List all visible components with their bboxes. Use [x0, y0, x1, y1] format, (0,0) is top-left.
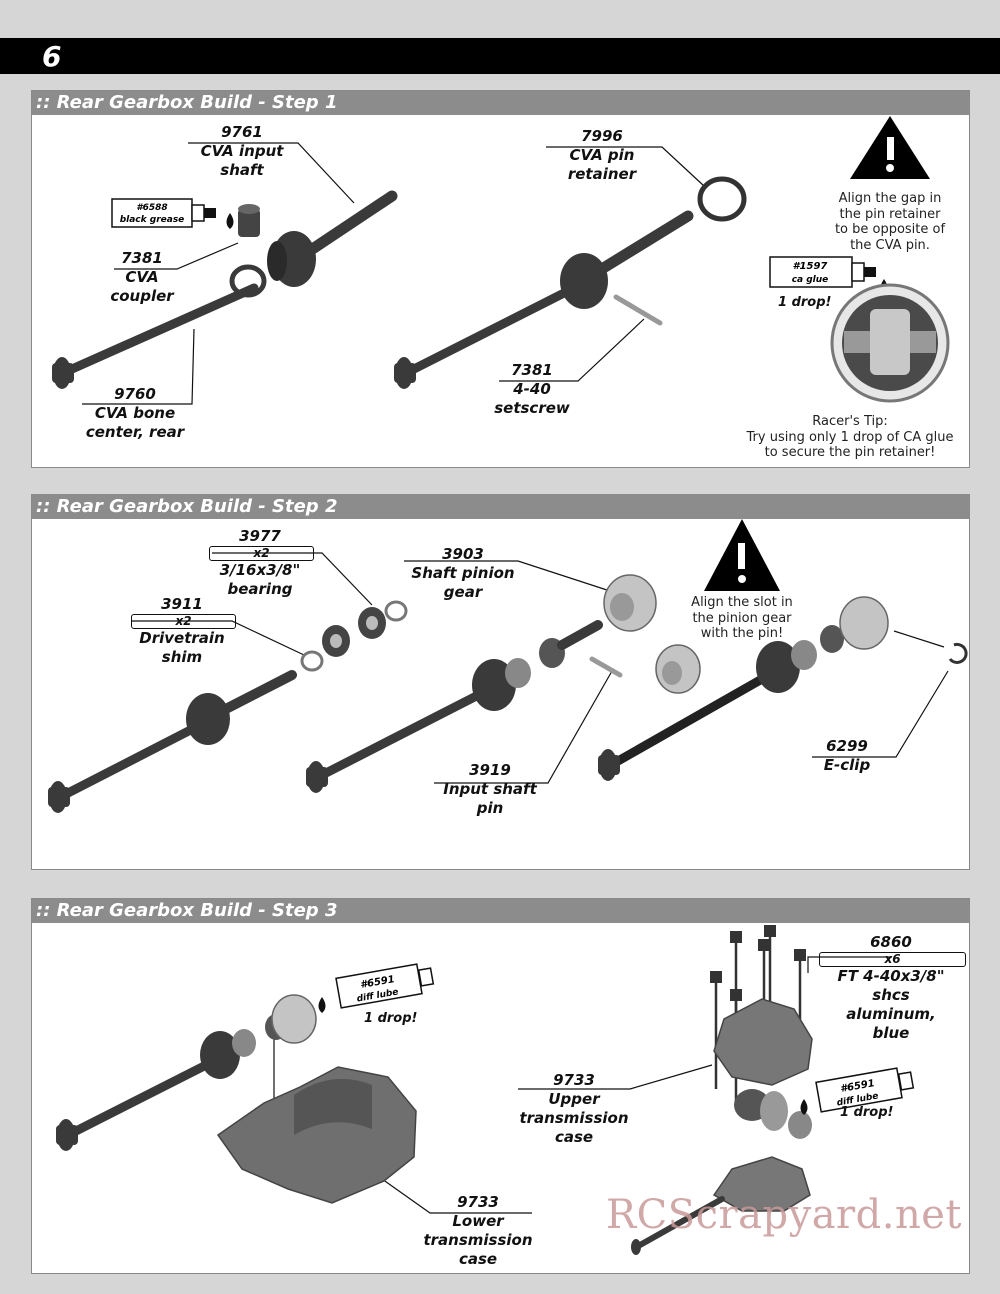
- watermark: RCScrapyard.net: [606, 1192, 962, 1238]
- lube-drop-icon: [800, 1099, 808, 1115]
- step-2-title: :: Rear Gearbox Build - Step 2: [36, 496, 338, 517]
- cva-input-shaft: [267, 190, 398, 287]
- step-3-panel: :: Rear Gearbox Build - Step 3 #6591: [31, 898, 970, 1274]
- svg-text:black grease: black grease: [120, 215, 185, 225]
- label-setscrew: 7381 4-40 setscrew: [494, 361, 570, 417]
- glue-drop-text: 1 drop!: [778, 295, 832, 310]
- eclip: [948, 642, 968, 664]
- pinion-gear-small: [655, 644, 701, 694]
- label-pinion-gear: 3903 Shaft pinion gear: [411, 545, 515, 601]
- step-3-title: :: Rear Gearbox Build - Step 3: [36, 900, 338, 921]
- label-cva-bone: 9760 CVA bone center, rear: [85, 385, 185, 441]
- label-cva-coupler: 7381 CVA coupler: [110, 249, 174, 305]
- lube-drop-text-left: 1 drop!: [364, 1011, 418, 1026]
- step3-shaft: [56, 994, 317, 1151]
- label-eclip: 6299 E-clip: [823, 737, 871, 774]
- step-1-title: :: Rear Gearbox Build - Step 1: [36, 92, 338, 113]
- diff-lube-tube-left: #6591 diff lube: [318, 963, 435, 1013]
- svg-text:ca glue: ca glue: [792, 275, 829, 285]
- pin-retainer-ring: [697, 176, 747, 222]
- cva-coupler: [238, 204, 260, 237]
- page-header-bar: [0, 38, 1000, 74]
- grease-drop-icon: [226, 213, 234, 229]
- step-2-panel: :: Rear Gearbox Build - Step 2: [31, 494, 970, 870]
- pinion-gear-top: [603, 574, 657, 632]
- lower-case-right: [631, 1156, 811, 1255]
- svg-text:#1597: #1597: [793, 261, 828, 272]
- step-3-illustration: #6591 diff lube: [56, 925, 915, 1255]
- step-2-header: :: Rear Gearbox Build - Step 2: [32, 495, 969, 519]
- step-1-panel: :: Rear Gearbox Build - Step 1: [31, 90, 970, 468]
- lube-drop-icon: [318, 997, 326, 1013]
- label-upper-case: 9733 Upper transmission case: [519, 1071, 629, 1146]
- label-lower-case: 9733 Lower transmission case: [423, 1193, 533, 1268]
- lower-transmission-case: [216, 1066, 417, 1204]
- cva-assembly-middle: [394, 210, 694, 389]
- warning-text-step1: Align the gap in the pin retainer to be …: [834, 191, 946, 253]
- label-input-pin: 3919 Input shaft pin: [443, 761, 537, 817]
- lube-drop-text-right: 1 drop!: [840, 1105, 894, 1120]
- black-grease-tube: #6588 black grease: [111, 198, 234, 229]
- cva-bone-left: [52, 264, 267, 389]
- shim-bearings: [300, 600, 408, 672]
- label-pin-retainer: 7996 CVA pin retainer: [567, 127, 637, 183]
- shaft-left: [48, 670, 297, 813]
- shaft-middle: [306, 620, 623, 793]
- upper-transmission-case: [713, 998, 813, 1086]
- warning-icon: [850, 116, 930, 179]
- step-1-header: :: Rear Gearbox Build - Step 1: [32, 91, 969, 115]
- label-cva-input-shaft: 9761 CVA input shaft: [200, 123, 284, 179]
- step-3-header: :: Rear Gearbox Build - Step 3: [32, 899, 969, 923]
- pin-retainer-detail: [830, 283, 950, 403]
- page-number: 6: [42, 40, 62, 73]
- shaft-right: [598, 596, 889, 781]
- differential-gears: [734, 1089, 812, 1139]
- svg-text:#6588: #6588: [136, 203, 167, 213]
- racers-tip: Racer's Tip: Try using only 1 drop of CA…: [746, 414, 954, 460]
- warning-icon: [704, 519, 780, 591]
- step-2-illustration: [48, 519, 968, 813]
- warning-text-step2: Align the slot in the pinion gear with t…: [691, 595, 793, 641]
- step-1-illustration: #1597 ca glue #6588 black grease: [52, 116, 950, 405]
